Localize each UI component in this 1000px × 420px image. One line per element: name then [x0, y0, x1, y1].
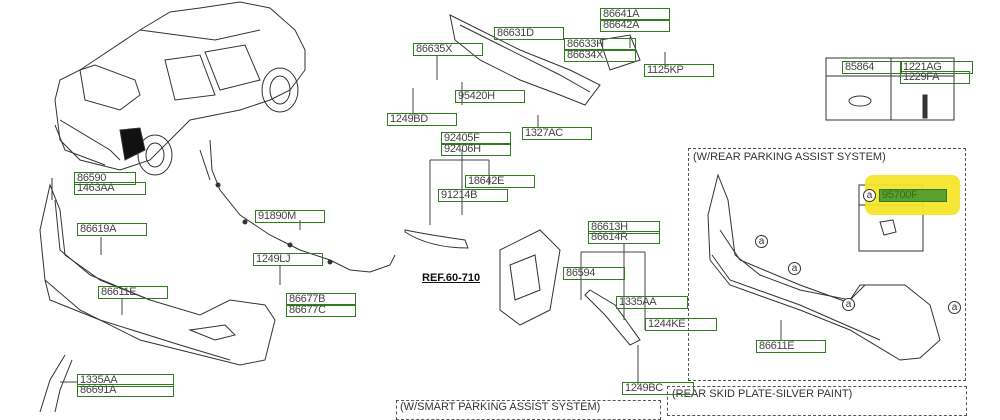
part-label-86613H[interactable]: 86613H [588, 221, 660, 234]
part-label-1244KE[interactable]: 1244KE [645, 318, 717, 331]
part-label-1229FA[interactable]: 1229FA [900, 71, 970, 84]
section-title-rear-parking-assist: (W/REAR PARKING ASSIST SYSTEM) [693, 151, 886, 163]
callout-marker: a [842, 298, 855, 311]
part-label-92406H[interactable]: 92406H [441, 143, 511, 156]
part-label-86634X[interactable]: 86634X [564, 49, 636, 62]
part-label-1125KP[interactable]: 1125KP [644, 64, 714, 77]
pas-bumper-illustration [707, 173, 941, 361]
part-label-86642A[interactable]: 86642A [600, 19, 670, 32]
sensor-illustration [879, 219, 897, 236]
part-label-86594[interactable]: 86594 [563, 267, 625, 280]
reflector-illustration [404, 229, 469, 249]
part-label-91214B[interactable]: 91214B [438, 189, 508, 202]
bolt-illustration [922, 94, 928, 119]
reference-link[interactable]: REF.60-710 [422, 272, 481, 284]
side-bracket-illustration [584, 289, 641, 346]
callout-marker: a [863, 189, 876, 202]
part-label-86611E[interactable]: 86611E [98, 286, 168, 299]
part-label-86641A[interactable]: 86641A [600, 8, 670, 21]
part-label-95700F[interactable]: 95700F [879, 189, 947, 202]
hardware-table [825, 57, 955, 121]
part-label-1221AG[interactable]: 1221AG [900, 61, 973, 74]
leader-lines [60, 37, 782, 385]
bumper-beam-illustration [449, 14, 641, 106]
part-label-1327AC[interactable]: 1327AC [522, 127, 592, 140]
part-label-18642E[interactable]: 18642E [465, 175, 535, 188]
part-label-86631D[interactable]: 86631D [494, 27, 564, 40]
part-label-86691A[interactable]: 86691A [77, 384, 174, 397]
section-rear-parking-assist [688, 148, 966, 381]
section-title-smart-parking-assist: (W/SMART PARKING ASSIST SYSTEM) [400, 401, 601, 413]
section-title-rear-skid-plate: (REAR SKID PLATE-SILVER PAINT) [672, 388, 853, 400]
part-label-1249BC[interactable]: 1249BC [622, 382, 694, 395]
part-label-1463AA[interactable]: 1463AA [74, 182, 146, 195]
part-label-86633H[interactable]: 86633H [564, 38, 636, 51]
part-label-91890M[interactable]: 91890M [255, 210, 325, 223]
bracket-illustration [499, 229, 561, 326]
part-label-86614R[interactable]: 86614R [588, 231, 660, 244]
part-label-1249BD[interactable]: 1249BD [387, 113, 457, 126]
callout-marker: a [755, 235, 768, 248]
rear-bumper-illustration [39, 178, 276, 366]
part-label-92405F[interactable]: 92405F [441, 132, 511, 145]
part-label-86677C[interactable]: 86677C [286, 304, 356, 317]
part-label-86635X[interactable]: 86635X [413, 43, 483, 56]
garnish-illustration [39, 354, 73, 412]
callout-marker: a [788, 262, 801, 275]
part-label-85864[interactable]: 85864 [842, 61, 902, 74]
part-label-86611E-pas[interactable]: 86611E [756, 340, 826, 353]
bracket-inner [509, 254, 541, 301]
vehicle-illustration [54, 1, 306, 176]
part-label-1249LJ[interactable]: 1249LJ [253, 253, 323, 266]
part-label-86619A[interactable]: 86619A [77, 223, 147, 236]
part-label-86677B[interactable]: 86677B [286, 293, 356, 306]
part-label-1335AA[interactable]: 1335AA [616, 296, 688, 309]
part-label-95420H[interactable]: 95420H [455, 90, 525, 103]
wiring-harness-illustration [199, 139, 396, 273]
callout-marker: a [948, 301, 961, 314]
part-label-1335AA-lower[interactable]: 1335AA [77, 374, 174, 387]
grommet-illustration [848, 95, 872, 107]
part-label-86590[interactable]: 86590 [74, 172, 136, 185]
